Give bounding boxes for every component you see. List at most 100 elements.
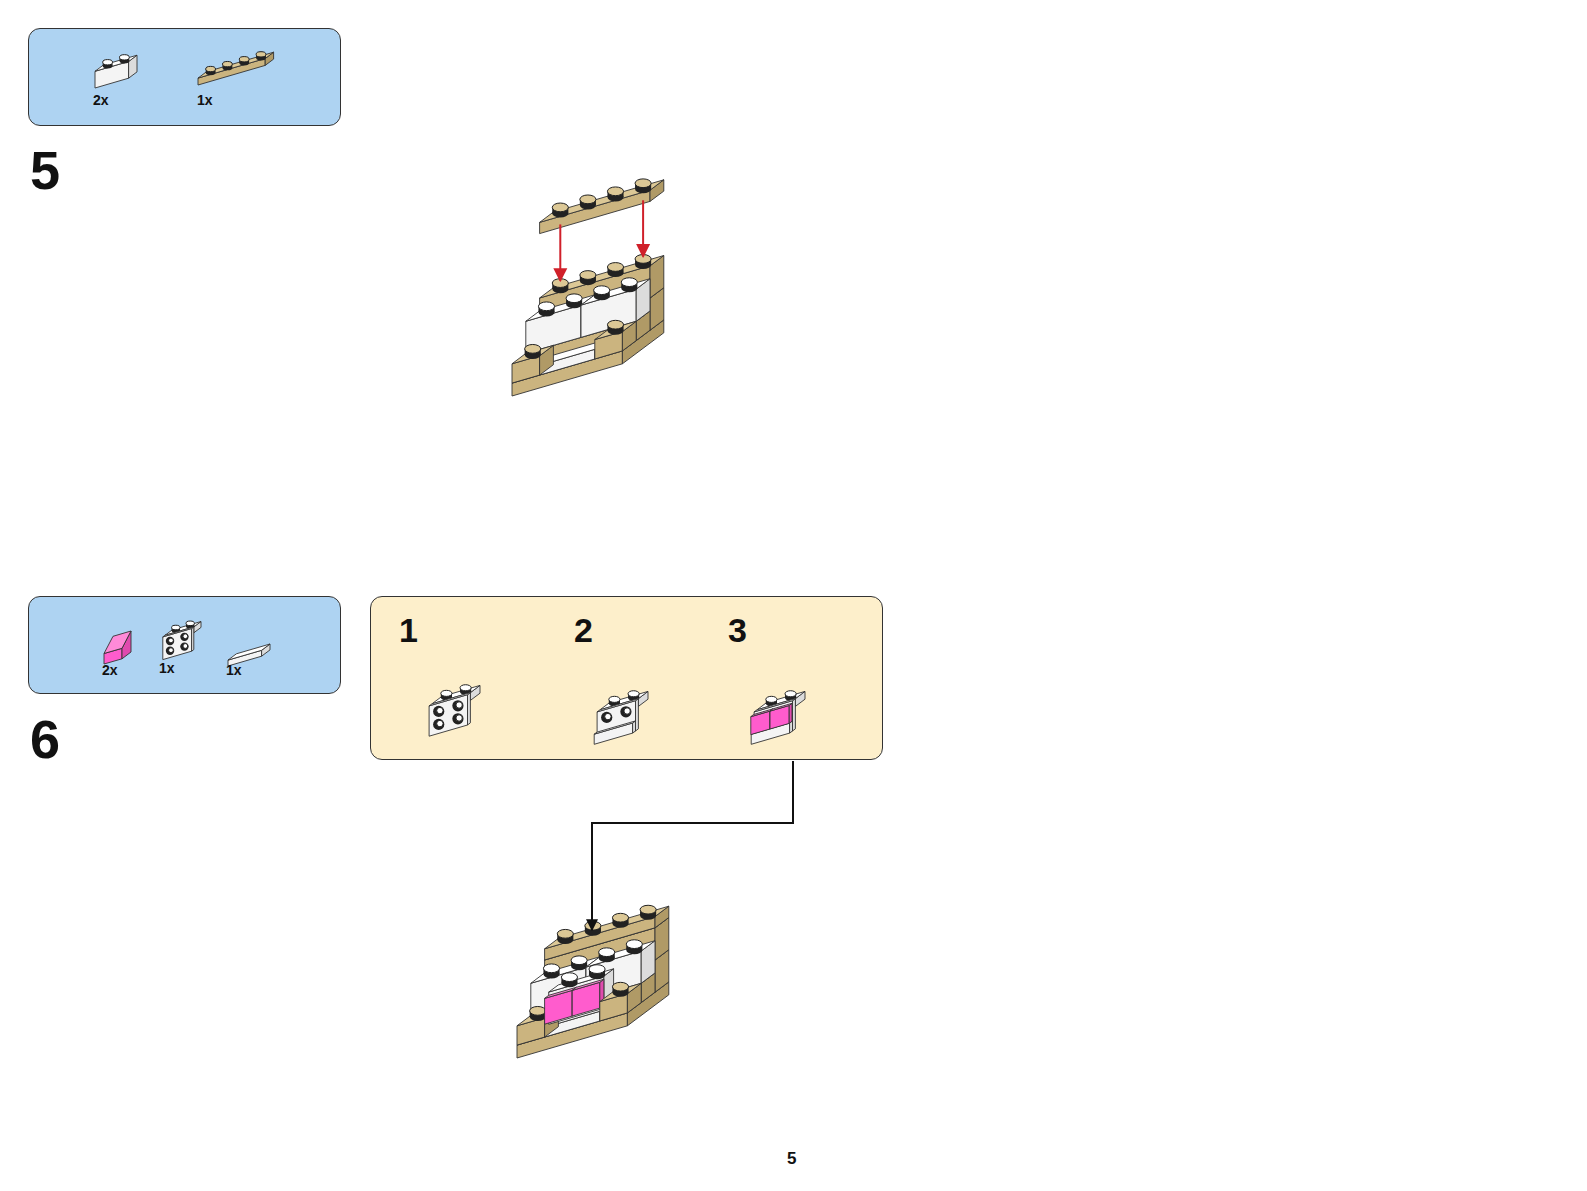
side-stud xyxy=(456,702,462,708)
stud xyxy=(256,52,266,57)
side-stud xyxy=(624,708,630,714)
sub-step-number: 1 xyxy=(399,613,418,647)
parts-list-panel: 2x1x1x xyxy=(28,596,341,694)
brick-face xyxy=(586,941,655,967)
stud xyxy=(785,691,796,697)
stud xyxy=(566,294,582,303)
brick-face xyxy=(540,180,664,223)
sub-step-number: 3 xyxy=(728,613,747,647)
stud xyxy=(580,271,596,280)
brick-face xyxy=(198,59,265,86)
part-count: 1x xyxy=(226,663,242,677)
stud xyxy=(561,973,577,982)
stud xyxy=(766,696,777,702)
new-plate xyxy=(540,179,664,234)
brick-face xyxy=(594,721,635,734)
part-count: 1x xyxy=(197,93,213,107)
stud xyxy=(441,690,452,696)
stud xyxy=(239,57,249,62)
side-stud xyxy=(452,700,463,711)
step-number: 5 xyxy=(30,143,60,197)
brick-face xyxy=(545,987,577,998)
brick-face xyxy=(597,699,638,712)
side-stud xyxy=(620,706,631,717)
stud xyxy=(120,55,130,60)
stud xyxy=(628,691,639,697)
page-number: 5 xyxy=(787,1150,796,1167)
brick-face xyxy=(751,709,773,717)
sub-assembly-leader xyxy=(592,761,793,930)
side-stud xyxy=(437,707,443,713)
brick-face xyxy=(429,693,470,706)
stud xyxy=(621,278,637,287)
brick-face xyxy=(104,631,131,654)
stud xyxy=(612,982,628,991)
side-stud xyxy=(180,633,188,641)
panel-fills xyxy=(29,29,883,760)
side-stud xyxy=(166,637,174,645)
brick-figures xyxy=(95,52,805,1058)
stud xyxy=(530,1006,546,1015)
panel-fill xyxy=(29,29,341,126)
placement-arrow xyxy=(559,224,561,280)
part-icon xyxy=(198,52,274,85)
stud xyxy=(206,66,216,71)
brick-face xyxy=(540,190,650,233)
stud xyxy=(223,61,233,66)
brick-face xyxy=(770,703,792,711)
brick-face xyxy=(95,62,129,89)
sub-step-number: 2 xyxy=(574,613,593,647)
brick-face xyxy=(572,979,604,990)
side-stud xyxy=(183,634,188,639)
side-stud xyxy=(169,648,174,653)
side-stud xyxy=(169,638,174,643)
part-icon xyxy=(163,621,201,660)
sub-assembly-panel: 1 2 3 xyxy=(370,596,883,760)
side-stud xyxy=(605,713,611,719)
stud xyxy=(557,929,573,938)
placement-arrow xyxy=(642,200,644,256)
step-number: 6 xyxy=(30,712,60,766)
sub-step-figure xyxy=(429,685,480,736)
sub-step-figure xyxy=(594,691,648,745)
stud xyxy=(612,913,628,922)
stud xyxy=(607,187,623,196)
stud xyxy=(460,685,471,691)
side-stud xyxy=(180,642,188,650)
brick-face xyxy=(468,693,471,725)
stud xyxy=(525,344,541,353)
brick-face xyxy=(198,52,274,78)
stud xyxy=(626,940,642,949)
side-stud xyxy=(601,712,612,723)
stud xyxy=(103,60,113,65)
side-stud xyxy=(183,644,188,649)
step-model xyxy=(512,255,664,396)
brick-face xyxy=(429,695,467,737)
panel-fill xyxy=(371,597,883,760)
brick-face xyxy=(581,279,650,305)
brick-face xyxy=(163,627,194,637)
brick-face xyxy=(600,983,641,1001)
brick-face xyxy=(192,627,194,651)
side-stud xyxy=(433,719,444,730)
stud xyxy=(609,696,620,702)
brick-face xyxy=(228,644,270,660)
stud xyxy=(571,956,587,965)
parts-list-panel: 2x1x xyxy=(28,28,341,126)
part-count: 1x xyxy=(159,661,175,675)
stud xyxy=(186,621,194,626)
stud xyxy=(607,320,623,329)
side-stud xyxy=(166,647,174,655)
sub-step-figure xyxy=(751,691,805,745)
stud xyxy=(589,965,605,974)
stud xyxy=(172,625,180,630)
stud xyxy=(599,948,615,957)
stud xyxy=(635,179,651,188)
brick-face xyxy=(545,917,655,961)
brick-face xyxy=(512,345,553,363)
stud xyxy=(538,302,554,311)
stud xyxy=(552,203,568,212)
side-stud xyxy=(433,706,444,717)
side-stud xyxy=(456,715,462,721)
side-stud xyxy=(437,720,443,726)
